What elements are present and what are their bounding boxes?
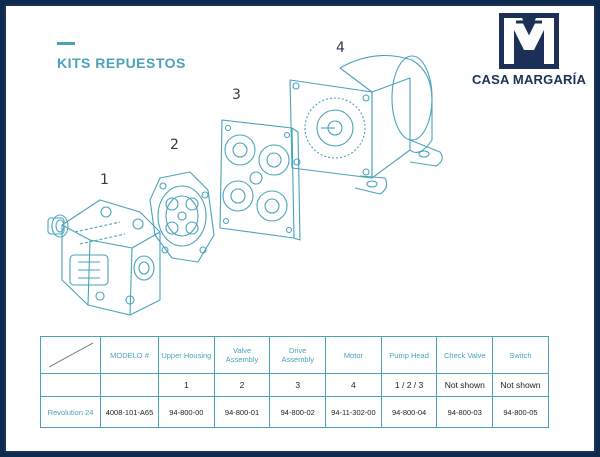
- part-number: 94-800-02: [269, 396, 327, 428]
- column-header: Upper Housing: [158, 336, 215, 374]
- empty-cell: [40, 373, 101, 397]
- model-header: MODELO #: [100, 336, 159, 374]
- reference-number: 2: [213, 373, 271, 397]
- reference-number: 1 / 2 / 3: [380, 373, 438, 397]
- drive-assembly-part: [219, 119, 301, 241]
- reference-number: 3: [269, 373, 327, 397]
- empty-cell: [100, 373, 159, 397]
- column-header: Check Valve: [436, 336, 494, 374]
- callout-1: 1: [100, 172, 109, 188]
- reference-number: Not shown: [492, 373, 549, 397]
- reference-number: 4: [325, 373, 382, 397]
- callout-2: 2: [170, 137, 179, 153]
- brand-logo-icon: [499, 13, 559, 69]
- model-number: 4008-101-A65: [100, 396, 159, 428]
- part-number: 94-800-03: [436, 396, 494, 428]
- column-header: Drive Assembly: [269, 336, 327, 374]
- brand-logo: CASA MARGARÍA: [468, 12, 590, 87]
- row-label: Revolution 24: [40, 396, 101, 428]
- part-number: 94-11-302-00: [325, 396, 382, 428]
- part-number: 94-800-04: [380, 396, 438, 428]
- callout-4: 4: [336, 40, 345, 56]
- exploded-pump-diagram: [47, 55, 443, 316]
- table-row: Revolution 24 4008-101-A65 94-800-00 94-…: [40, 396, 549, 428]
- reference-number: Not shown: [436, 373, 494, 397]
- table-corner-cell: [40, 336, 101, 374]
- motor-part: [289, 55, 443, 195]
- column-header: Valve Assembly: [213, 336, 271, 374]
- callout-3: 3: [232, 87, 241, 103]
- reference-number: 1: [158, 373, 215, 397]
- part-number: 94-800-01: [213, 396, 271, 428]
- column-header: Pump Head: [380, 336, 438, 374]
- reference-number-row: 1 2 3 4 1 / 2 / 3 Not shown Not shown: [40, 373, 549, 397]
- valve-assembly-part: [149, 171, 215, 263]
- diagonal-line-icon: [48, 342, 94, 368]
- brand-name: CASA MARGARÍA: [471, 72, 587, 87]
- part-number: 94-800-00: [158, 396, 215, 428]
- column-header: Motor: [325, 336, 382, 374]
- title-accent-bar: [57, 42, 75, 45]
- page-title: KITS REPUESTOS: [57, 55, 186, 71]
- table-header-row: MODELO # Upper Housing Valve Assembly Dr…: [40, 336, 549, 374]
- part-number: 94-800-05: [492, 396, 549, 428]
- column-header: Switch: [492, 336, 549, 374]
- parts-table: MODELO # Upper Housing Valve Assembly Dr…: [40, 336, 549, 428]
- upper-housing-part: [47, 199, 161, 316]
